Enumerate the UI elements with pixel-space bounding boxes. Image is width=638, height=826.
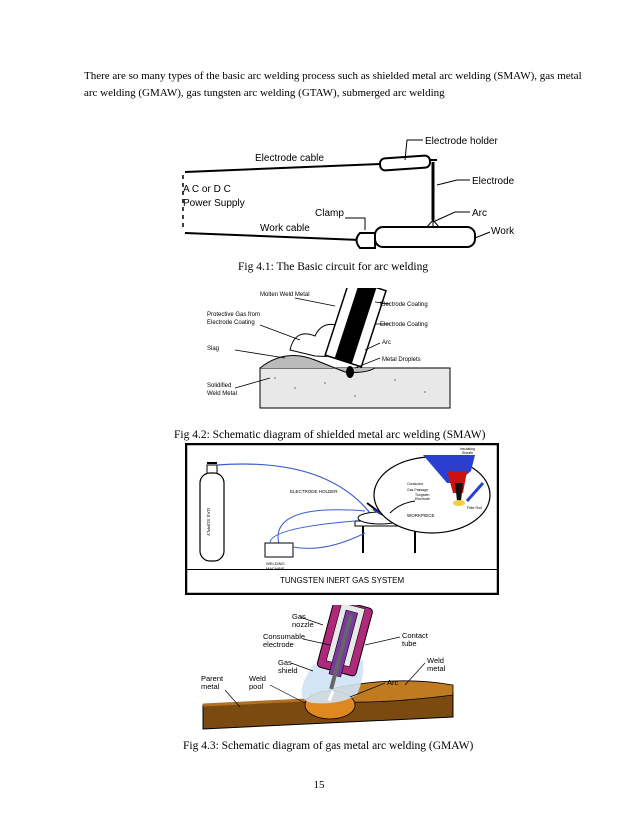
- fig1-caption: Fig 4.1: The Basic circuit for arc weldi…: [238, 261, 429, 273]
- label-gas-shield-line2: shield: [278, 666, 298, 675]
- label-clamp: Clamp: [315, 208, 344, 219]
- label-solidified-line1: Solidified: [207, 383, 231, 389]
- label-slag: Slag: [207, 346, 219, 352]
- label-parent-metal-line2: metal: [201, 682, 220, 691]
- label-metal-droplets: Metal Droplets: [382, 357, 421, 363]
- label-insulating-sheath-line1: Insulating: [460, 447, 475, 451]
- gtaw-system-diagram: GAS SUPPLY ELECTRODE HOLDER WORKPIECE WE…: [185, 443, 499, 595]
- intro-paragraph: There are so many types of the basic arc…: [84, 70, 582, 99]
- label-molten-weld-metal: Molten Weld Metal: [260, 292, 310, 298]
- label-electrode-cable: Electrode cable: [255, 153, 324, 164]
- label-arc: Arc: [472, 208, 487, 219]
- label-weld-metal-line2: metal: [427, 664, 446, 673]
- label-tungsten-electrode-line1: Tungsten: [415, 493, 430, 497]
- label-conductor: Conductor: [407, 482, 424, 486]
- label-gas-supply: GAS SUPPLY: [206, 508, 211, 536]
- label-consumable-electrode-line2: electrode: [263, 640, 294, 649]
- label-weld-metal-line1: Weld: [427, 656, 444, 665]
- label-electrode-holder: Electrode holder: [425, 136, 498, 147]
- label-workpiece: WORKPIECE: [407, 513, 435, 518]
- label-contact-tube-line2: tube: [402, 639, 417, 648]
- smaw-diagram: Molten Weld Metal Electrode Coating Prot…: [207, 288, 451, 409]
- label-arc: Arc: [382, 340, 391, 346]
- label-power-supply-line2: Power Supply: [183, 198, 245, 209]
- label-gas-nozzle-line1: Gas: [292, 612, 306, 621]
- label-electrode: Electrode: [472, 176, 515, 187]
- fig2-caption: Fig 4.2: Schematic diagram of shielded m…: [174, 429, 486, 441]
- label-parent-metal-line1: Parent: [201, 674, 224, 683]
- label-protective-gas-line1: Protective Gas from: [207, 312, 260, 318]
- label-work: Work: [491, 226, 515, 237]
- label-consumable-electrode-line1: Consumable: [263, 632, 305, 641]
- label-contact-tube-line1: Contact: [402, 631, 429, 640]
- label-gas-shield-line1: Gas: [278, 658, 292, 667]
- page-number: 15: [313, 779, 325, 791]
- label-arc: Arc: [387, 678, 399, 687]
- label-work-cable: Work cable: [260, 223, 310, 234]
- label-electrode-coating-top: Electrode Coating: [380, 302, 428, 308]
- label-weld-pool-line2: pool: [249, 682, 264, 691]
- label-gas-nozzle-line2: nozzle: [292, 620, 314, 629]
- label-gas-passage: Gas Passage: [407, 488, 428, 492]
- basic-circuit-diagram: Electrode holder Electrode cable Electro…: [182, 136, 515, 249]
- label-insulating-sheath-line2: Sheath: [462, 451, 473, 455]
- label-weld-pool-line1: Weld: [249, 674, 266, 683]
- label-tungsten-electrode-line2: Electrode: [415, 497, 430, 501]
- label-electrode-holder: ELECTRODE HOLDER: [290, 489, 338, 494]
- label-power-supply-line1: A C or D C: [183, 184, 231, 195]
- label-welding-machine-line2: MACHINE: [266, 566, 285, 571]
- fig3-caption: Fig 4.3: Schematic diagram of gas metal …: [183, 740, 474, 752]
- label-protective-gas-line2: Electrode Coating: [207, 320, 255, 326]
- label-welding-machine-line1: WELDING: [266, 561, 285, 566]
- label-filler-rod: Filler Rod: [467, 506, 482, 510]
- label-electrode-coating-mid: Electrode Coating: [380, 322, 428, 328]
- label-solidified-line2: Weld Metal: [207, 391, 237, 397]
- gmaw-diagram: Gas nozzle Consumable electrode Contact …: [201, 605, 454, 730]
- label-system-title: TUNGSTEN INERT GAS SYSTEM: [280, 576, 405, 585]
